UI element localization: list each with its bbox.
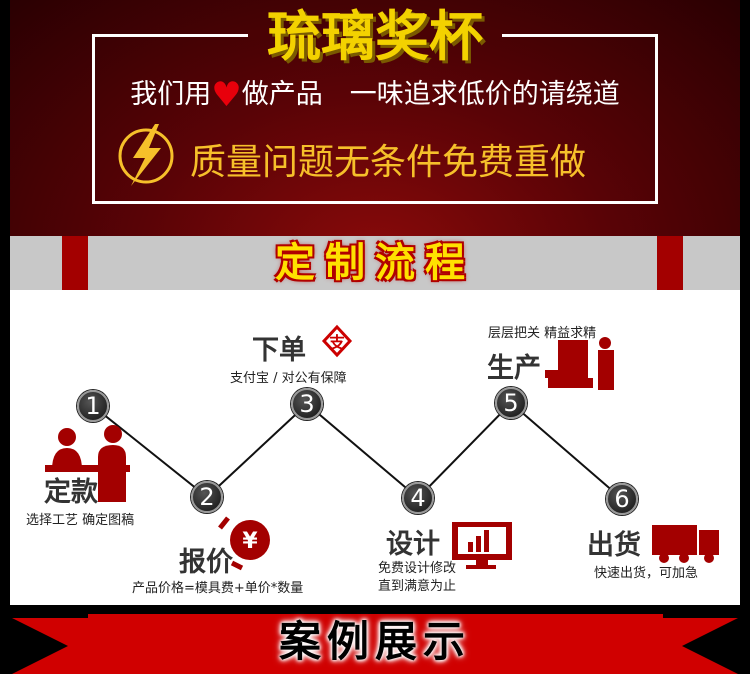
step-4-desc: 免费设计修改	[378, 561, 457, 576]
frame-gap	[248, 30, 502, 40]
step-4-desc2: 直到满意为止	[378, 579, 457, 594]
step-4-number: 4	[402, 482, 434, 514]
header-block-left	[62, 236, 88, 290]
factory-worker-icon	[545, 337, 614, 390]
step-2-title: 报价	[179, 547, 233, 578]
header-block-right	[657, 236, 683, 290]
alipay-icon: 支	[321, 324, 353, 358]
step-5-number: 5	[495, 387, 527, 419]
step-5-desc: 层层把关 精益求精	[488, 326, 597, 341]
step-6-number: 6	[606, 483, 638, 515]
svg-text:支: 支	[328, 333, 346, 352]
guarantee-text: 质量问题无条件免费重做	[190, 142, 587, 183]
step-3-desc: 支付宝 / 对公有保障	[230, 371, 347, 386]
lightning-icon	[118, 124, 174, 186]
step-4-title: 设计	[386, 529, 440, 560]
slogan-right: 做产品 一味追求低价的请绕道	[241, 79, 620, 110]
step-6-title: 出货	[587, 530, 641, 561]
step-2-number: 2	[191, 481, 223, 513]
svg-text:¥: ¥	[242, 529, 258, 554]
banner-title: 琉璃奖杯	[267, 4, 483, 68]
monitor-icon	[452, 522, 512, 569]
reception-icon	[45, 425, 130, 502]
process-title: 定制流程	[275, 240, 475, 286]
step-3-number: 3	[291, 388, 323, 420]
heart-icon: ♥	[211, 75, 242, 115]
step-6-desc: 快速出货，可加急	[594, 566, 699, 581]
process-header-band	[10, 236, 740, 290]
step-5-title: 生产	[487, 353, 541, 384]
slogan: 我们用♥做产品 一味追求低价的请绕道	[100, 72, 650, 115]
step-1-title: 定款	[44, 477, 98, 508]
case-showcase-title: 案例展示	[278, 617, 471, 666]
step-2-desc: 产品价格=模具费+单价*数量	[132, 581, 304, 596]
step-1-number: 1	[77, 390, 109, 422]
truck-icon	[652, 525, 719, 563]
slogan-left: 我们用	[130, 79, 212, 110]
process-panel	[10, 290, 740, 605]
step-1-desc: 选择工艺 确定图稿	[26, 513, 135, 528]
case-ribbon	[12, 614, 738, 674]
price-tag-icon: ¥	[218, 516, 270, 571]
step-3-title: 下单	[252, 335, 306, 366]
